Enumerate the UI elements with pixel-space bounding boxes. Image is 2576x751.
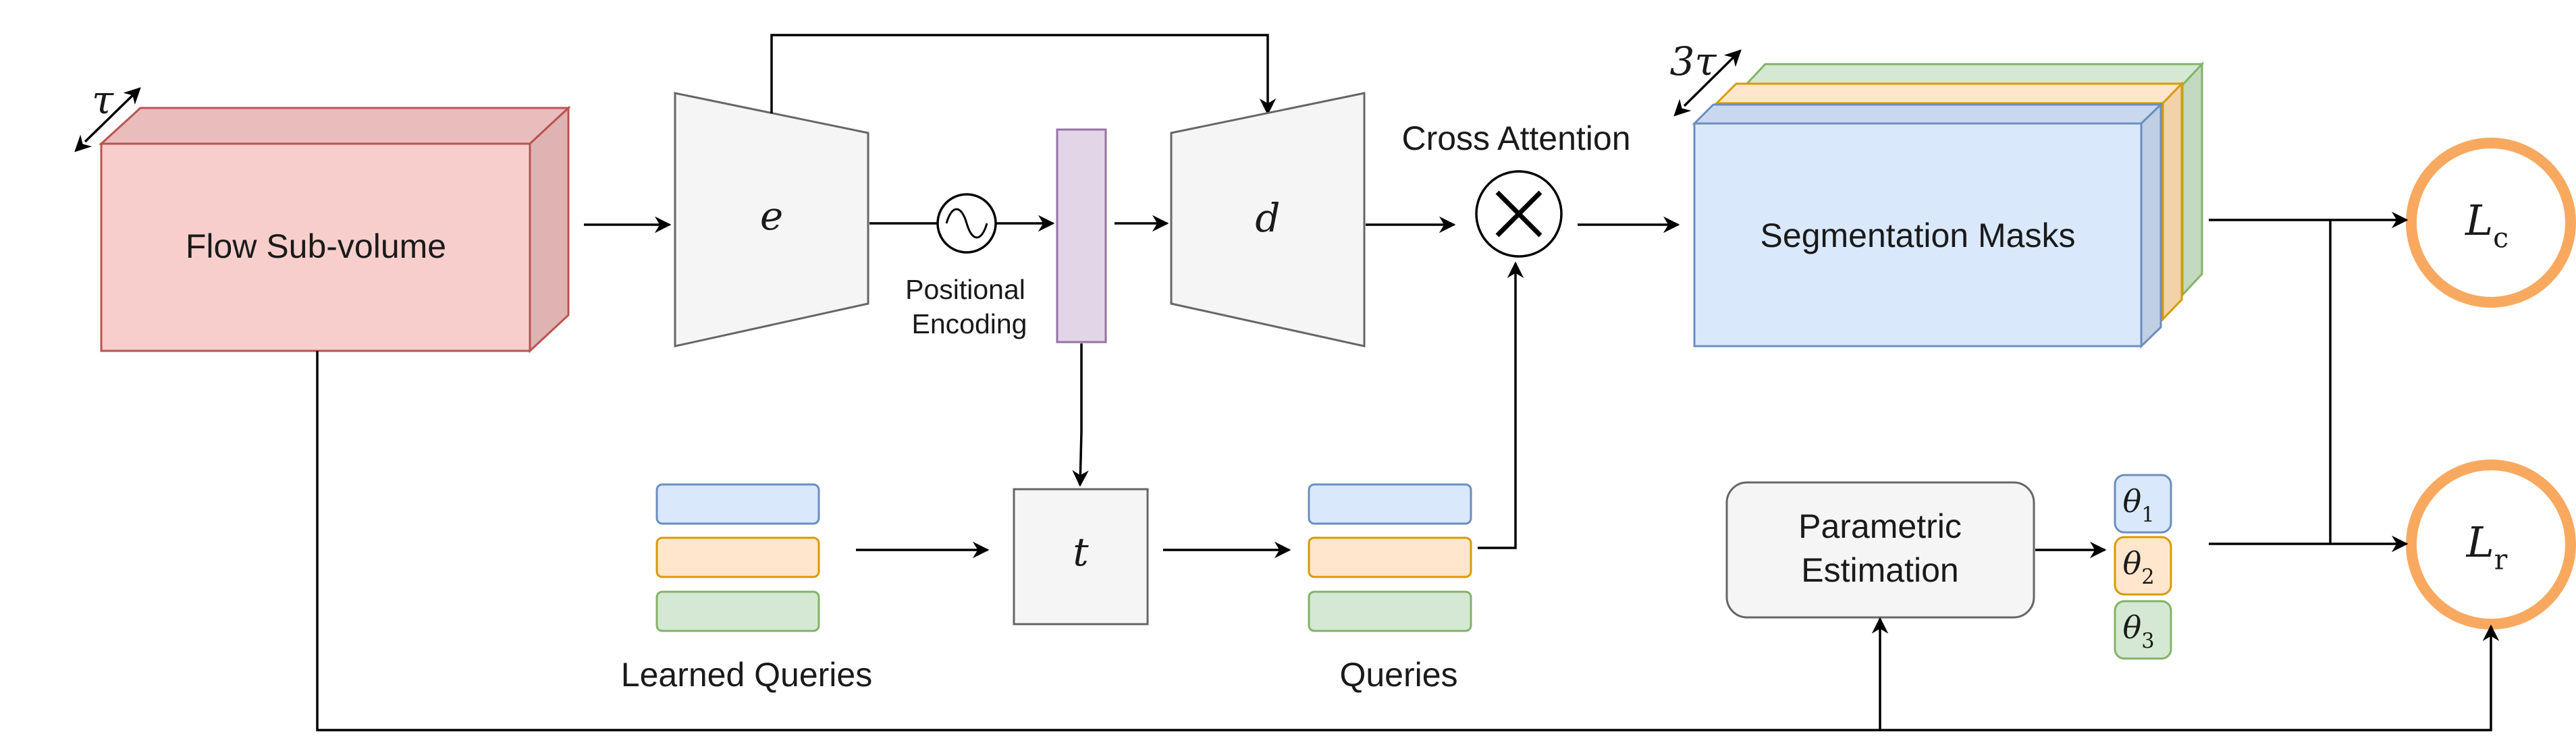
theta-3-label: θ3 (2122, 609, 2154, 653)
loss-r-label-subscript: r (2494, 544, 2508, 576)
three-tau-depth-indicator: 3τ (1670, 38, 1742, 117)
segmentation-masks-front (1693, 122, 2143, 347)
learned-query-green (655, 590, 820, 632)
theta-3-box (2114, 600, 2172, 660)
query-orange (1308, 536, 1472, 578)
flow-subvolume-block: Flow Sub-volume (99, 105, 571, 354)
encoder-block (674, 92, 869, 347)
arrow-token-to-transformer (1072, 343, 1089, 487)
theta-1-label: θ1 (2122, 483, 2154, 527)
flow-subvolume-label: Flow Sub-volume (186, 227, 446, 265)
theta-1-label-base: θ (2122, 483, 2141, 520)
flow-subvolume-side-face (529, 105, 570, 354)
learned-queries-group (655, 483, 820, 632)
parametric-estimation-line1: Parametric (1798, 507, 1962, 545)
theta-2-box (2114, 536, 2172, 596)
segmentation-mask-blue (1692, 102, 2164, 349)
flow-subvolume-front-face (100, 142, 531, 352)
arrow-flow-bottom-path (316, 351, 2500, 731)
loss-r-circle (2406, 460, 2576, 630)
theta-2-label-base: θ (2122, 545, 2141, 582)
theta-1-box (2114, 474, 2172, 534)
cross-attention-label: Cross Attention (1401, 119, 1630, 157)
segmentation-masks-label: Segmentation Masks (1761, 217, 2076, 254)
theta-2-label-subscript: 2 (2141, 565, 2154, 589)
positional-encoding-line2: Encoding (912, 308, 1027, 339)
decoder-block (1170, 92, 1366, 347)
learned-queries-label: Learned Queries (621, 656, 872, 694)
loss-c-label-base: L (2465, 196, 2493, 245)
multiply-icon-stroke-2 (1495, 190, 1542, 238)
positional-encoding-line1: Positional (905, 274, 1025, 305)
transformer-block (1013, 488, 1149, 625)
tau-symbol: τ (92, 77, 114, 123)
skip-connection-arrow (770, 34, 1277, 115)
tau-depth-indicator: τ (74, 77, 141, 152)
three-tau-symbol: 3τ (1670, 38, 1717, 84)
loss-c-circle (2406, 138, 2576, 308)
loss-r-label: Lr (2466, 518, 2508, 576)
queries-group (1308, 483, 1472, 632)
learned-query-orange (655, 536, 820, 578)
transformer-symbol: t (1073, 529, 1089, 575)
queries-label: Queries (1339, 656, 1457, 694)
flow-subvolume-top-face (99, 107, 571, 145)
query-blue (1308, 483, 1472, 525)
learned-query-blue (655, 483, 820, 525)
latent-token-block (1056, 128, 1107, 343)
theta-2-label: θ2 (2122, 545, 2154, 589)
decoder-symbol: d (1255, 195, 1280, 241)
loss-r-label-base: L (2466, 518, 2494, 567)
sine-wave-icon (945, 208, 988, 239)
query-green (1308, 590, 1472, 632)
loss-c-label-subscript: c (2493, 222, 2508, 254)
parametric-estimation-block (1725, 481, 2035, 619)
parametric-estimation-line2: Estimation (1801, 551, 1958, 589)
encoder-symbol: e (760, 193, 783, 239)
theta-3-label-base: θ (2122, 609, 2141, 646)
theta-3-label-subscript: 3 (2141, 630, 2154, 653)
loss-c-label: Lc (2465, 196, 2508, 254)
arrow-queries-to-crossattention (1478, 261, 1524, 549)
theta-1-label-subscript: 1 (2141, 503, 2154, 527)
